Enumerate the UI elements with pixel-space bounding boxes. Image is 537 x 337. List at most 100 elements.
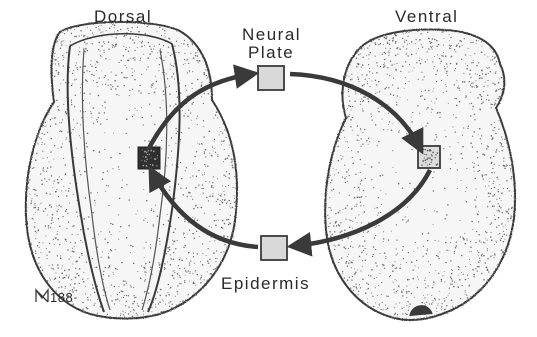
- stipple-dot: [182, 194, 183, 195]
- stipple-dot: [55, 278, 57, 280]
- stipple-dot: [475, 294, 476, 295]
- stipple-dot: [423, 295, 424, 296]
- stipple-dot: [192, 43, 193, 44]
- stipple-dot: [184, 282, 185, 283]
- stipple-dot: [65, 112, 66, 113]
- stipple-dot: [70, 28, 72, 30]
- stipple-dot: [226, 203, 227, 204]
- stipple-dot: [130, 58, 131, 59]
- stipple-dot: [357, 140, 358, 141]
- stipple-dot: [479, 289, 480, 290]
- stipple-dot: [355, 174, 356, 175]
- stipple-dot: [144, 140, 145, 141]
- stipple-dot: [447, 75, 448, 76]
- stipple-dot: [470, 115, 471, 116]
- stipple-dot: [511, 176, 513, 178]
- stipple-dot: [355, 217, 356, 218]
- stipple-dot: [207, 280, 208, 281]
- stipple-dot: [465, 63, 466, 64]
- stipple-dot: [87, 27, 88, 28]
- stipple-dot: [380, 107, 381, 108]
- stipple-dot: [378, 285, 379, 286]
- stipple-dot: [465, 290, 466, 291]
- stipple-dot: [164, 30, 165, 31]
- stipple-dot: [407, 207, 408, 208]
- stipple-dot: [467, 128, 468, 129]
- stipple-dot: [359, 256, 361, 258]
- stipple-dot: [164, 263, 165, 264]
- stipple-dot: [385, 38, 386, 39]
- stipple-dot: [111, 300, 112, 301]
- stipple-dot: [47, 132, 48, 133]
- stipple-dot: [83, 48, 84, 49]
- stipple-dot: [368, 64, 369, 65]
- stipple-dot: [189, 273, 190, 274]
- stipple-dot: [361, 98, 362, 99]
- stipple-dot: [387, 43, 389, 45]
- stipple-dot: [425, 277, 426, 278]
- stipple-dot: [428, 37, 430, 39]
- stipple-dot: [67, 30, 68, 31]
- stipple-dot: [435, 134, 436, 135]
- stipple-dot: [188, 270, 189, 271]
- stipple-dot: [444, 309, 445, 310]
- stipple-dot: [163, 224, 164, 225]
- speckle-dot: [153, 150, 155, 152]
- stipple-dot: [424, 297, 425, 298]
- stipple-dot: [132, 307, 133, 308]
- stipple-dot: [119, 95, 120, 96]
- stipple-dot: [123, 46, 124, 47]
- stipple-dot: [186, 59, 187, 60]
- stipple-dot: [417, 31, 418, 32]
- stipple-dot: [479, 240, 480, 241]
- stipple-dot: [58, 148, 59, 149]
- stipple-dot: [482, 176, 483, 177]
- stipple-dot: [76, 290, 77, 291]
- stipple-dot: [121, 72, 123, 74]
- stipple-dot: [183, 232, 185, 234]
- stipple-dot: [50, 119, 52, 121]
- stipple-dot: [365, 96, 366, 97]
- stipple-dot: [347, 205, 348, 206]
- stipple-dot: [156, 81, 158, 83]
- stipple-dot: [362, 300, 363, 301]
- stipple-dot: [217, 258, 218, 259]
- stipple-dot: [100, 123, 101, 124]
- stipple-dot: [388, 52, 389, 53]
- stipple-dot: [215, 261, 216, 262]
- stipple-dot: [72, 264, 73, 265]
- stipple-dot: [481, 143, 482, 144]
- stipple-dot: [122, 180, 123, 181]
- stipple-dot: [201, 188, 202, 189]
- stipple-dot: [35, 253, 36, 254]
- stipple-dot: [380, 212, 381, 213]
- stipple-dot: [347, 181, 348, 182]
- stipple-dot: [385, 256, 386, 257]
- stipple-dot: [150, 247, 151, 248]
- stipple-dot: [387, 67, 388, 68]
- stipple-dot: [84, 72, 85, 73]
- stipple-dot: [354, 187, 355, 188]
- stipple-dot: [405, 77, 406, 78]
- stipple-dot: [383, 265, 384, 266]
- stipple-dot: [153, 302, 154, 303]
- stipple-dot: [469, 81, 470, 82]
- stipple-dot: [349, 195, 350, 196]
- stipple-dot: [215, 114, 217, 116]
- stipple-dot: [375, 227, 376, 228]
- stipple-dot: [28, 187, 29, 188]
- stipple-dot: [74, 242, 75, 243]
- stipple-dot: [499, 96, 501, 98]
- stipple-dot: [360, 159, 362, 161]
- stipple-dot: [404, 41, 405, 42]
- stipple-dot: [223, 123, 224, 124]
- stipple-dot: [207, 77, 208, 78]
- stipple-dot: [461, 45, 462, 46]
- stipple-dot: [493, 156, 494, 157]
- stipple-dot: [427, 285, 428, 286]
- stipple-dot: [361, 74, 362, 75]
- stipple-dot: [187, 59, 188, 60]
- stipple-dot: [107, 242, 109, 244]
- stipple-dot: [123, 36, 124, 37]
